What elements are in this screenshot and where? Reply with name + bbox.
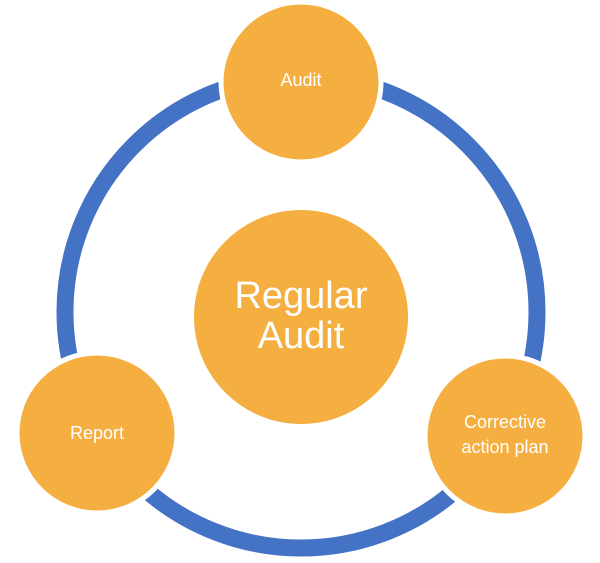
- center-node: Regular Audit: [190, 206, 412, 428]
- center-node-circle: [190, 206, 412, 428]
- report-node: Report: [14, 350, 180, 516]
- center-node-label-line2: Audit: [258, 315, 345, 357]
- audit-node-circle: [218, 0, 384, 165]
- corrective-action-node-label-line1: Corrective: [464, 412, 546, 432]
- corrective-action-node: Corrective action plan: [422, 353, 588, 519]
- report-node-label: Report: [70, 423, 124, 443]
- corrective-action-node-circle: [422, 353, 588, 519]
- center-node-label-line1: Regular: [234, 275, 367, 317]
- audit-node: Audit: [218, 0, 384, 165]
- report-node-circle: [14, 350, 180, 516]
- audit-node-label: Audit: [280, 70, 321, 90]
- corrective-action-node-label-line2: action plan: [461, 437, 548, 457]
